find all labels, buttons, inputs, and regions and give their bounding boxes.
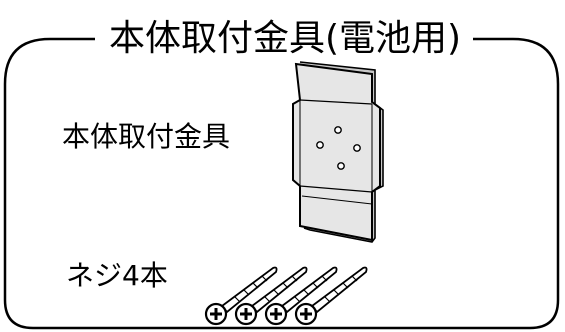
screws-label: ネジ4本 [66,259,168,292]
screw-icon [204,266,278,326]
page-title: 本体取付金具(電池用) [108,18,462,59]
bracket-label: 本体取付金具 [62,120,231,153]
